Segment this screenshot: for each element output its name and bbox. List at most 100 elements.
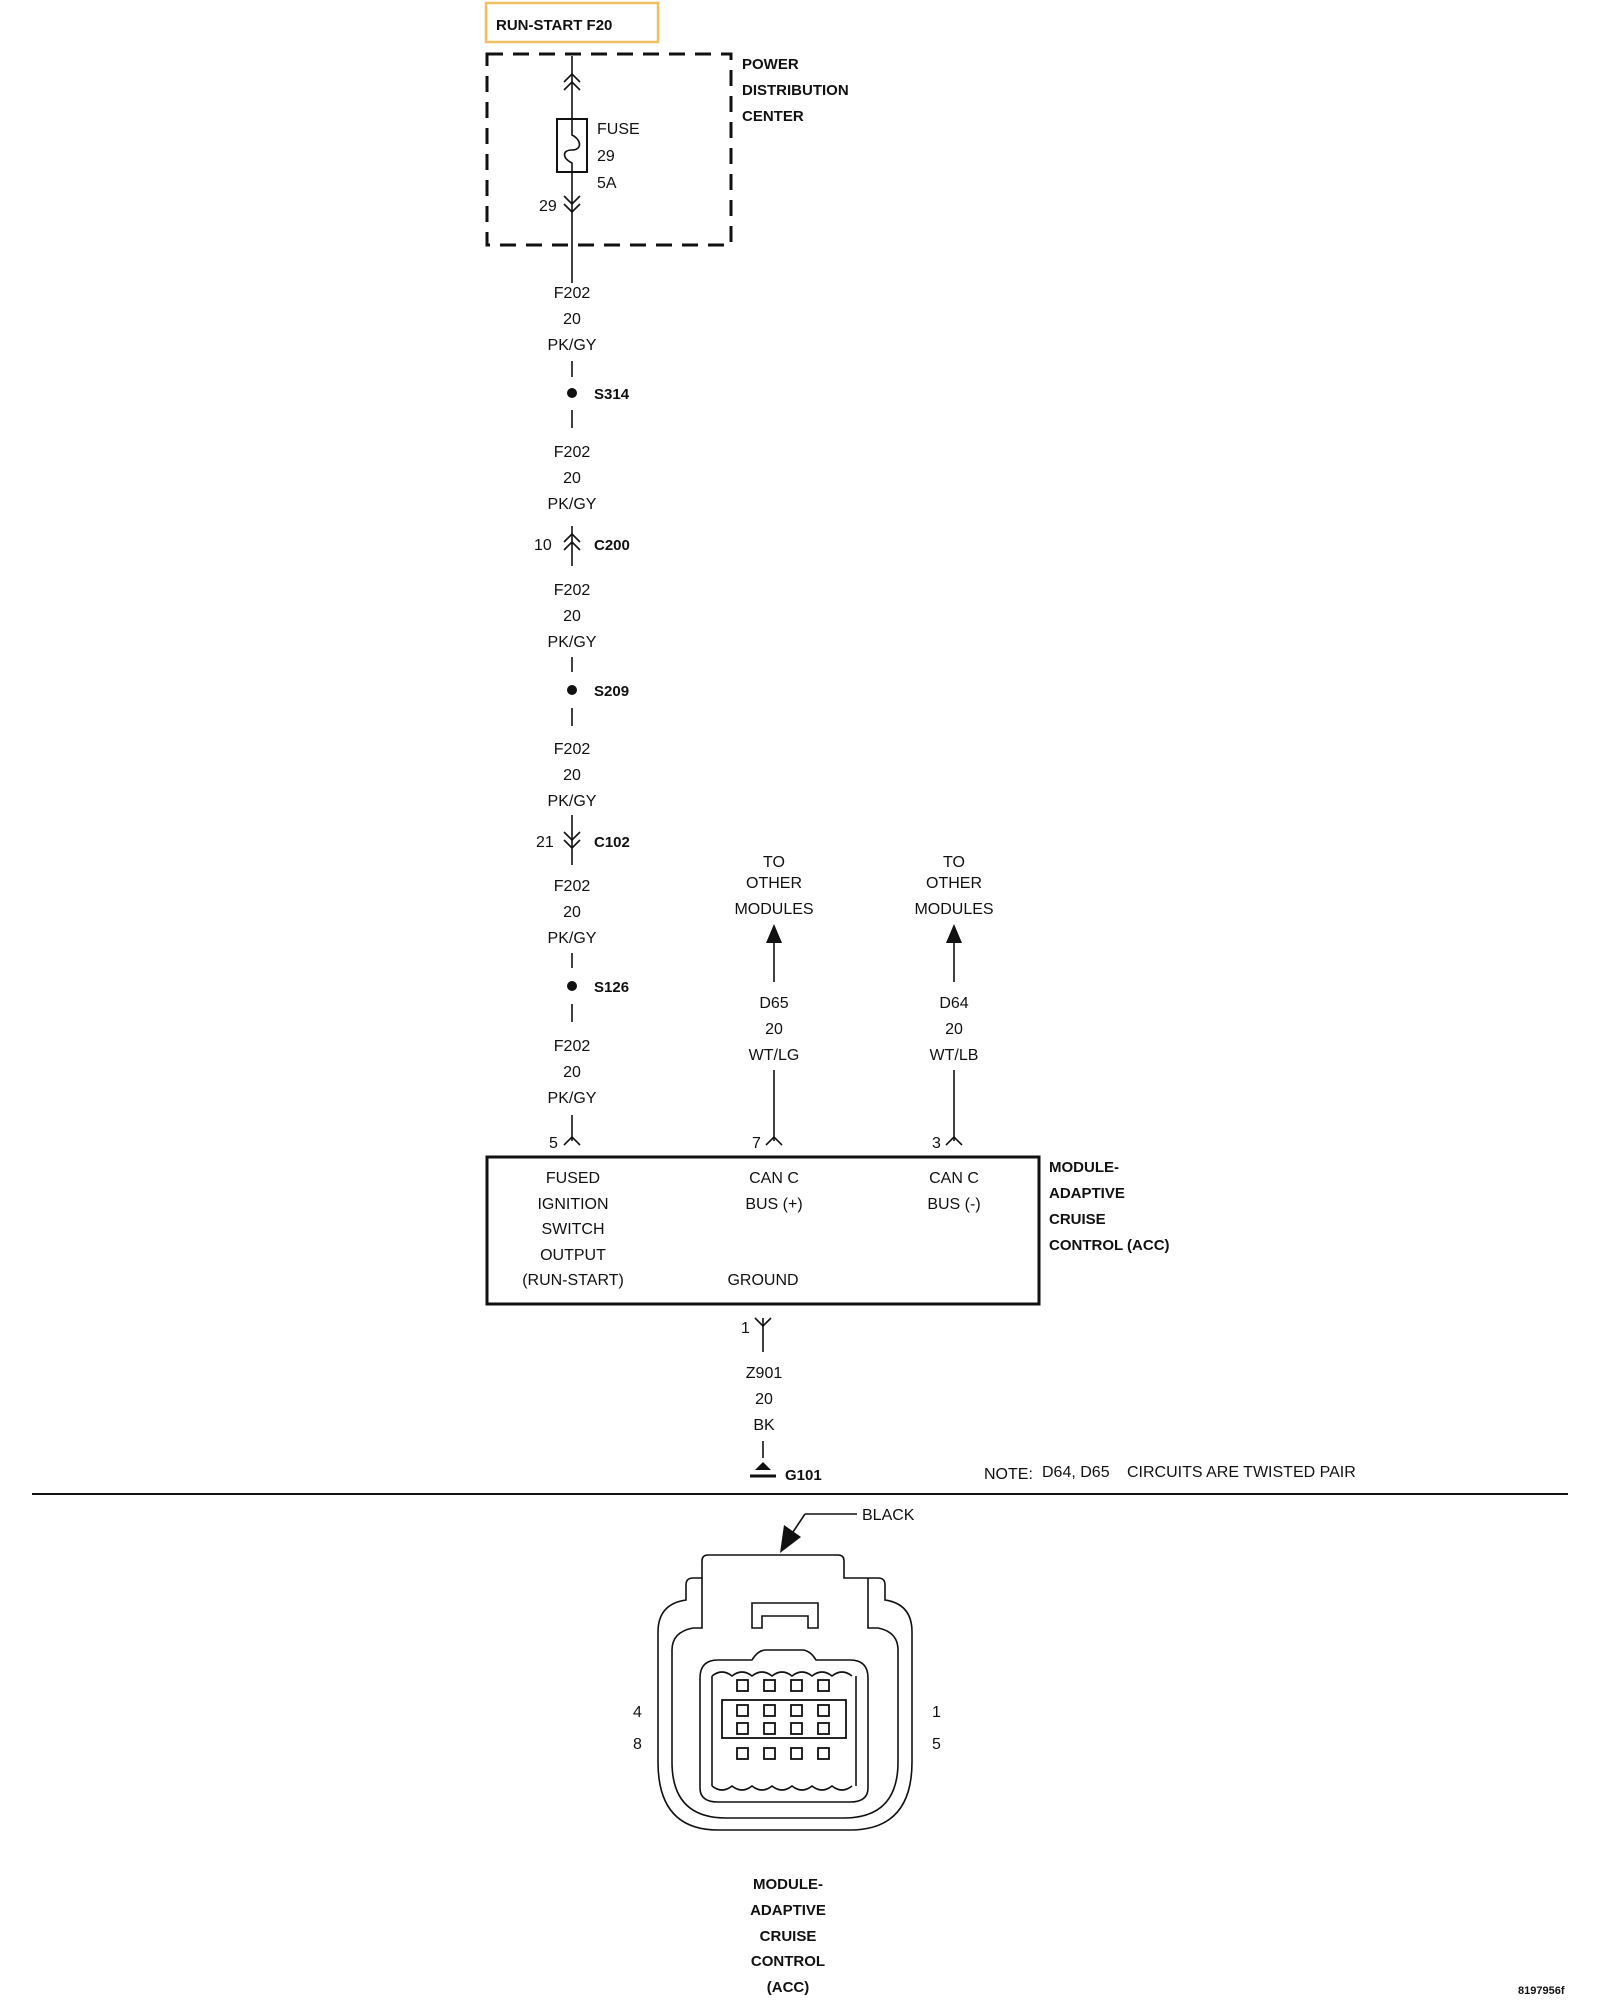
d64-pin: 3 [932,1135,941,1152]
pin5-function-1: FUSED [546,1170,600,1187]
d65-circuit: D65 [759,995,788,1012]
d64-gauge: 20 [945,1021,963,1038]
connector-pin-scallops [711,1671,857,1791]
pin5-function-5: (RUN-START) [522,1272,624,1289]
fuse-element-icon [563,119,581,172]
c102-connector-icon [563,831,581,850]
pdc-output-pin: 29 [539,198,557,215]
wire2-circuit: F202 [554,444,591,461]
ground-color: BK [753,1417,775,1434]
c200-pin: 10 [534,537,552,554]
pin-cavity [763,1679,776,1692]
module-box [485,1155,1041,1306]
d64-circuit: D64 [939,995,968,1012]
pin-cavity [736,1747,749,1760]
pdc-label-1: POWER [742,56,799,73]
wire1-circuit: F202 [554,285,591,302]
pin7-terminal-icon [765,1135,783,1146]
caption-line-4: CONTROL [751,1953,825,1970]
module-power-pin: 5 [549,1135,558,1152]
pin-cavity [763,1747,776,1760]
splice-s126-dot [567,981,577,991]
c200-connector-icon [563,532,581,551]
c200-label[interactable]: C200 [594,537,630,554]
pin5-function-3: SWITCH [541,1221,604,1238]
wire2-color: PK/GY [548,496,597,513]
module-name-3: CRUISE [1049,1211,1106,1228]
fuse-rating: 5A [597,175,617,192]
pin-cavity [817,1704,830,1717]
wire6-gauge: 20 [563,1064,581,1081]
ground-circuit: Z901 [746,1365,783,1382]
ground-pin: 1 [741,1320,750,1337]
connector-pin-label-right-2: 5 [932,1736,941,1753]
d65-gauge: 20 [765,1021,783,1038]
c102-label[interactable]: C102 [594,834,630,851]
splice-s314-dot [567,388,577,398]
splice-s314-label[interactable]: S314 [594,386,630,403]
wire4-color: PK/GY [548,793,597,810]
wire2-gauge: 20 [563,470,581,487]
connector-color-label: BLACK [862,1507,915,1524]
d65-to-line3: MODULES [734,901,813,918]
d65-pin: 7 [752,1135,761,1152]
connector-center-bar [721,1699,847,1739]
d64-to-line1: TO [943,854,965,871]
connector-pin-label-left-1: 4 [633,1704,642,1721]
fuse-label: FUSE [597,121,640,138]
pin-cavity [817,1722,830,1735]
pin7-function-2: BUS (+) [745,1196,802,1213]
pin3-function-2: BUS (-) [927,1196,980,1213]
fuse-number: 29 [597,148,615,165]
module-name-4: CONTROL (ACC) [1049,1237,1170,1254]
connector-housing-outer [657,1554,913,1831]
wire1-color: PK/GY [548,337,597,354]
connector-housing-inner [671,1578,899,1819]
note-circuits: D64, D65 [1042,1464,1110,1481]
caption-line-1: MODULE- [753,1876,823,1893]
pdc-label-3: CENTER [742,108,804,125]
pin-cavity [790,1747,803,1760]
c102-pin: 21 [536,834,554,851]
note-label: NOTE: [984,1466,1033,1483]
d64-arrow-icon [946,924,962,943]
splice-s126-label[interactable]: S126 [594,979,629,996]
pin-cavity [817,1679,830,1692]
d64-color: WT/LB [930,1047,979,1064]
pin5-terminal-icon [563,1135,581,1146]
wire4-gauge: 20 [563,767,581,784]
wire6-circuit: F202 [554,1038,591,1055]
pin-cavity [790,1679,803,1692]
connector-latch-icon [751,1602,819,1629]
connector-pin-label-right-1: 1 [932,1704,941,1721]
pin7-function-1: CAN C [749,1170,799,1187]
d65-arrow-icon [766,924,782,943]
note-text: CIRCUITS ARE TWISTED PAIR [1127,1464,1356,1481]
pdc-outline [485,52,733,247]
wire5-circuit: F202 [554,878,591,895]
pin-cavity [736,1704,749,1717]
wire1-gauge: 20 [563,311,581,328]
ground-arrow-icon [755,1462,771,1470]
caption-line-2: ADAPTIVE [750,1902,826,1919]
wire3-color: PK/GY [548,634,597,651]
d64-to-line2: OTHER [926,875,982,892]
d65-color: WT/LG [749,1047,800,1064]
connector-pin-label-left-2: 8 [633,1736,642,1753]
caption-line-5: (ACC) [767,1979,810,1996]
module-name-2: ADAPTIVE [1049,1185,1125,1202]
pin-cavity [817,1747,830,1760]
caption-line-3: CRUISE [760,1928,817,1945]
circuit-tab-label[interactable]: RUN-START F20 [496,17,612,34]
pin1-function: GROUND [727,1272,798,1289]
pin3-function-1: CAN C [929,1170,979,1187]
pin5-function-2: IGNITION [537,1196,608,1213]
ground-label[interactable]: G101 [785,1467,822,1484]
splice-s209-label[interactable]: S209 [594,683,629,700]
module-name-1: MODULE- [1049,1159,1119,1176]
pin-cavity [790,1704,803,1717]
wire3-gauge: 20 [563,608,581,625]
pin3-terminal-icon [945,1135,963,1146]
splice-s209-dot [567,685,577,695]
